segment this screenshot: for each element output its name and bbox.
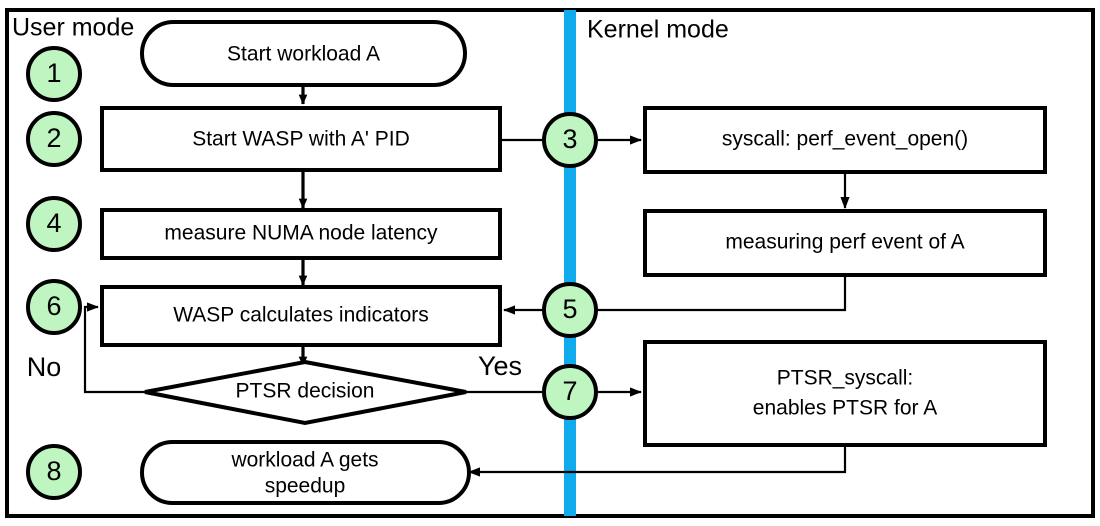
node-start-workload[interactable]	[140, 20, 467, 87]
node-ptsr-decision[interactable]	[144, 359, 467, 426]
region-label-user-mode: User mode	[12, 14, 134, 42]
node-ptsr-decision-label: PTSR decision	[236, 380, 375, 403]
node-start-wasp[interactable]	[100, 106, 502, 172]
region-label-kernel-mode: Kernel mode	[587, 16, 729, 44]
node-measure-numa[interactable]	[100, 208, 502, 260]
connector-ptsr-syscall-to-speedup	[468, 445, 847, 477]
node-workload-speedup[interactable]	[140, 440, 471, 505]
node-measuring-perf-event-label: measuring perf event of A	[725, 231, 964, 254]
node-start-wasp-label: Start WASP with A' PID	[192, 128, 410, 151]
node-measuring-perf-event[interactable]	[643, 209, 1047, 277]
step-marker-3[interactable]	[542, 112, 598, 168]
step-marker-6[interactable]	[26, 279, 82, 335]
step-marker-8[interactable]	[26, 444, 82, 500]
step-marker-4-label: 4	[46, 208, 61, 238]
node-workload-speedup-label-line2: speedup	[265, 475, 346, 498]
node-wasp-calculates-label: WASP calculates indicators	[173, 304, 429, 327]
step-marker-5-label: 5	[562, 294, 577, 324]
step-marker-4[interactable]	[26, 196, 82, 252]
node-workload-speedup-label-line1: workload A gets	[230, 449, 378, 472]
step-marker-7[interactable]	[542, 364, 598, 420]
connector-measuring-to-step5	[596, 275, 847, 312]
node-syscall-perf-event-open-label: syscall: perf_event_open()	[722, 128, 968, 151]
node-ptsr-syscall[interactable]	[643, 340, 1047, 447]
step-marker-2-label: 2	[46, 123, 61, 153]
node-ptsr-syscall-label-line2: enables PTSR for A	[753, 397, 937, 420]
node-syscall-perf-event-open[interactable]	[643, 106, 1047, 174]
step-marker-1[interactable]	[26, 46, 82, 102]
step-marker-6-label: 6	[46, 291, 61, 321]
step-marker-7-label: 7	[562, 376, 577, 406]
node-measure-numa-label: measure NUMA node latency	[164, 222, 438, 245]
node-wasp-calculates[interactable]	[100, 285, 502, 347]
branch-label-no: No	[27, 352, 62, 382]
diagram-outer-frame	[5, 8, 1095, 518]
step-marker-8-label: 8	[46, 456, 61, 486]
branch-label-yes: Yes	[478, 351, 522, 381]
connector-decision-no-loop	[83, 302, 145, 394]
step-marker-3-label: 3	[562, 124, 577, 154]
node-start-workload-label: Start workload A	[227, 43, 380, 66]
node-ptsr-syscall-label-line1: PTSR_syscall:	[777, 367, 914, 390]
step-marker-1-label: 1	[46, 58, 61, 88]
step-marker-5[interactable]	[542, 282, 598, 338]
step-marker-2[interactable]	[26, 111, 82, 167]
